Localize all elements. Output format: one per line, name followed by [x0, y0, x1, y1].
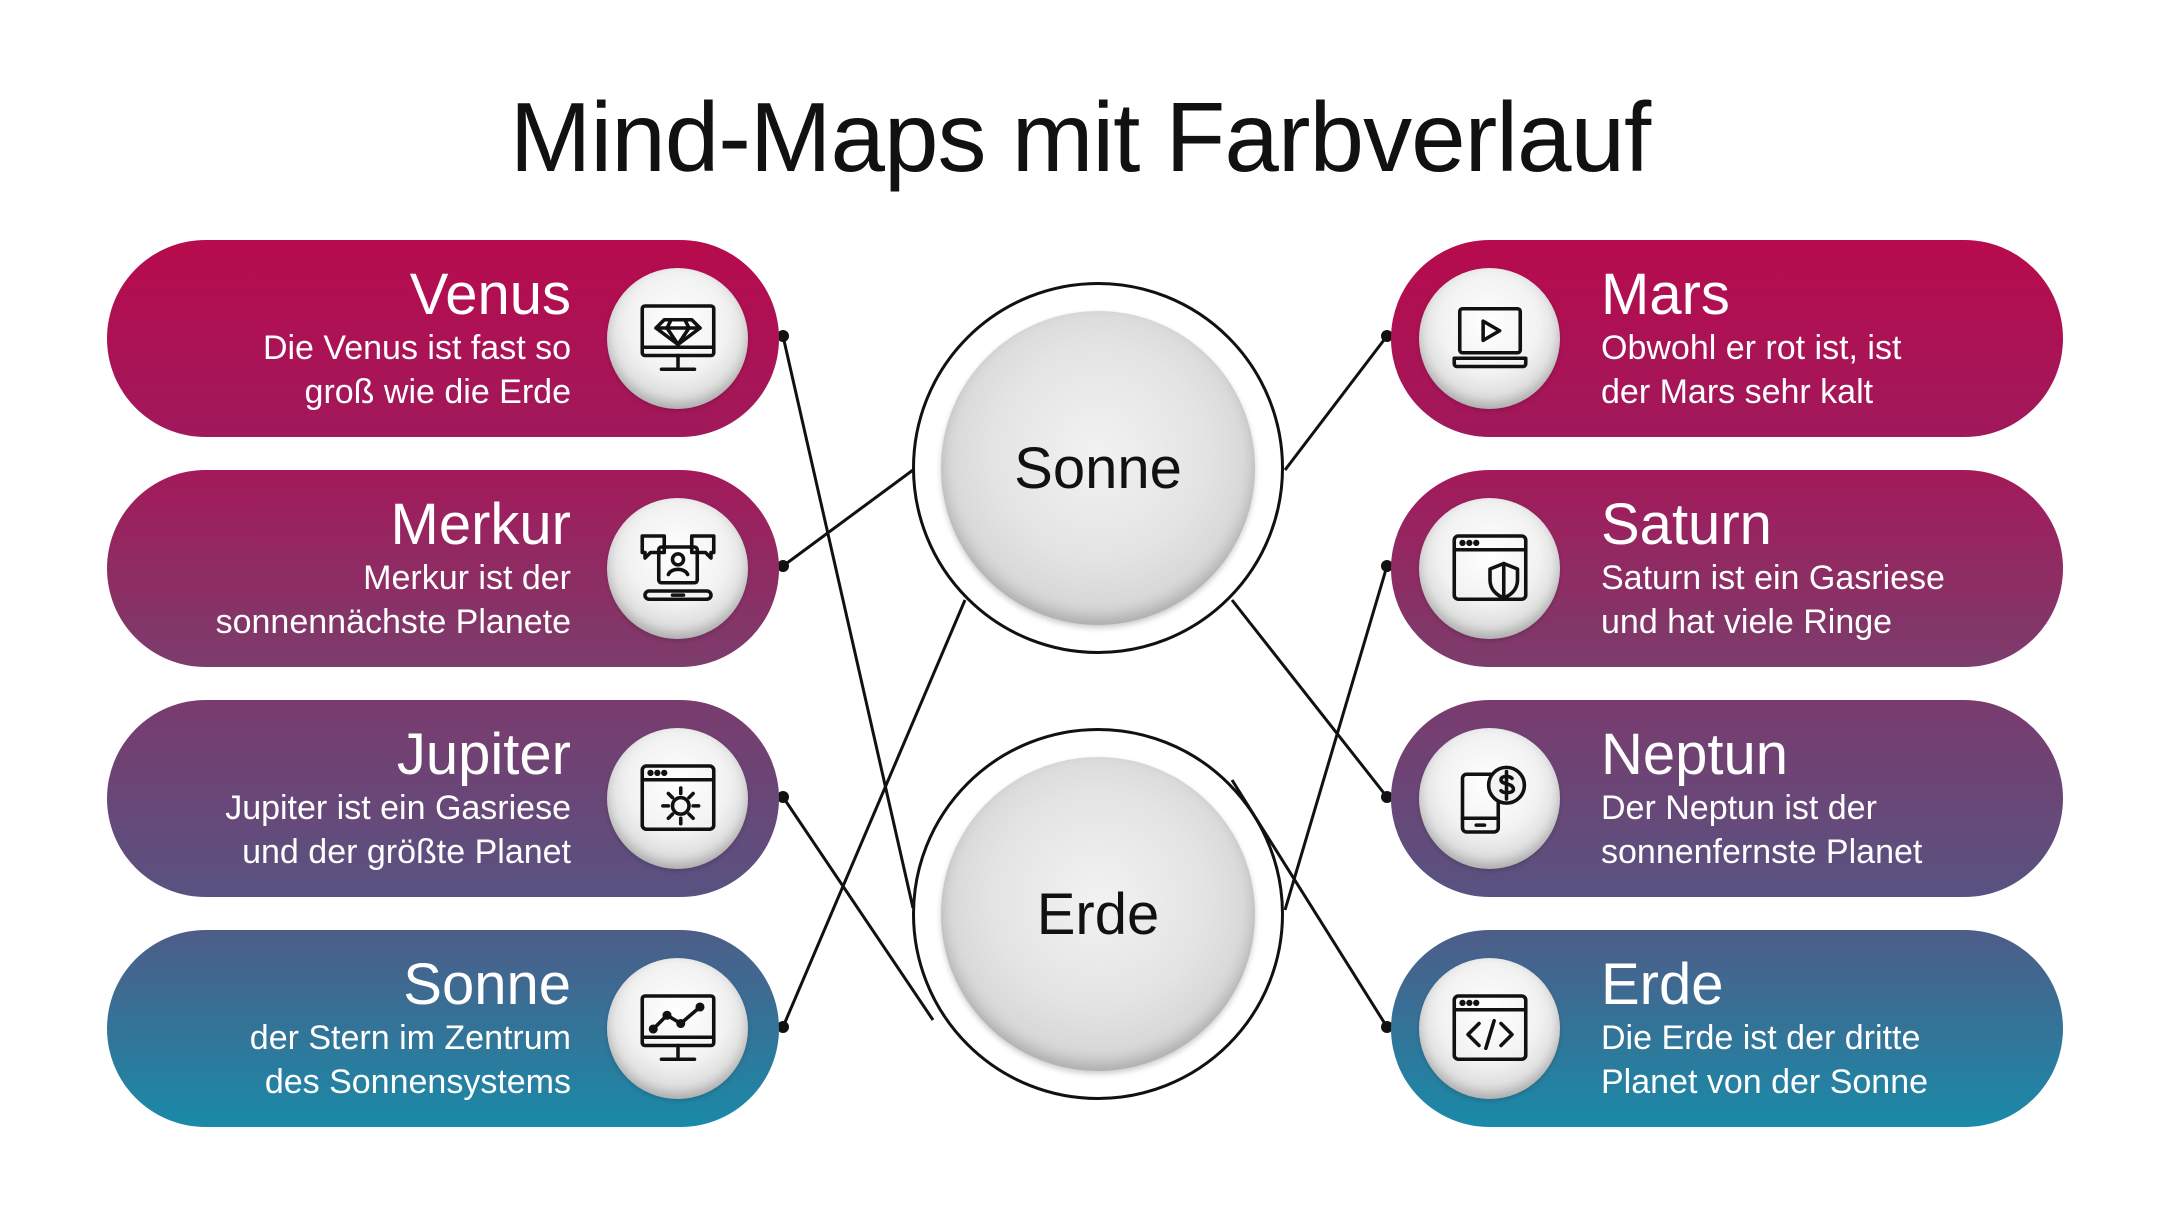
user-chat-laptop-icon — [607, 498, 748, 639]
node-venus-desc: Die Venus ist fast so groß wie die Erde — [263, 326, 571, 414]
node-neptun-desc: Der Neptun ist der sonnenfernste Planet — [1601, 786, 1922, 874]
node-venus: Venus Die Venus ist fast so groß wie die… — [107, 240, 779, 437]
desc-line: Der Neptun ist der — [1601, 789, 1877, 827]
desc-line: Die Venus ist fast so — [262, 329, 571, 367]
connector-mars — [1283, 335, 1389, 471]
video-laptop-icon — [1419, 268, 1560, 409]
desc-line: Planet von der Sonne — [1601, 1063, 1929, 1101]
diamond-monitor-icon — [607, 268, 748, 409]
node-saturn: Saturn Saturn ist ein Gasriese und hat v… — [1391, 470, 2063, 667]
desc-line: Obwohl er rot ist, ist — [1601, 329, 1902, 367]
node-neptun: Neptun Der Neptun ist der sonnenfernste … — [1391, 700, 2063, 897]
node-jupiter-desc: Jupiter ist ein Gasriese und der größte … — [225, 786, 571, 874]
connector-neptun — [1230, 599, 1389, 798]
node-neptun-title: Neptun — [1601, 722, 1789, 787]
hub-erde-sphere: Erde — [941, 757, 1255, 1071]
node-erde-title: Erde — [1601, 952, 1724, 1017]
connector-venus — [781, 335, 915, 909]
node-erde: Erde Die Erde ist der dritte Planet von … — [1391, 930, 2063, 1127]
desc-line: und hat viele Ringe — [1601, 603, 1893, 641]
desc-line: der Stern im Zentrum — [249, 1019, 571, 1057]
hub-sonne-sphere: Sonne — [941, 311, 1255, 625]
connector-merkur — [782, 468, 914, 568]
node-mars-title: Mars — [1601, 262, 1730, 327]
hub-erde-label: Erde — [1036, 881, 1160, 947]
node-sonne: Sonne der Stern im Zentrum des Sonnensys… — [107, 930, 779, 1127]
node-saturn-desc: Saturn ist ein Gasriese und hat viele Ri… — [1601, 556, 1945, 644]
node-mars-desc: Obwohl er rot ist, ist der Mars sehr kal… — [1601, 326, 1901, 414]
page-title: Mind-Maps mit Farbverlauf — [509, 82, 1651, 192]
desc-line: des Sonnensystems — [264, 1063, 571, 1101]
hub-sonne: Sonne — [912, 282, 1284, 654]
node-mars: Mars Obwohl er rot ist, ist der Mars seh… — [1391, 240, 2063, 437]
desc-line: der Mars sehr kalt — [1601, 373, 1874, 411]
phone-dollar-icon — [1419, 728, 1560, 869]
node-merkur-desc: Merkur ist der sonnennächste Planete — [216, 556, 571, 644]
hub-erde: Erde — [912, 728, 1284, 1100]
chart-monitor-icon — [607, 958, 748, 1099]
browser-gear-icon — [607, 728, 748, 869]
desc-line: Saturn ist ein Gasriese — [1601, 559, 1945, 597]
hub-sonne-label: Sonne — [1014, 435, 1182, 501]
desc-line: Die Erde ist der dritte — [1601, 1019, 1921, 1057]
node-jupiter-title: Jupiter — [396, 722, 571, 787]
node-saturn-title: Saturn — [1601, 492, 1772, 557]
desc-line: Merkur ist der — [363, 559, 571, 597]
node-jupiter: Jupiter Jupiter ist ein Gasriese und der… — [107, 700, 779, 897]
desc-line: sonnenfernste Planet — [1601, 833, 1923, 871]
browser-code-icon — [1419, 958, 1560, 1099]
node-venus-title: Venus — [409, 262, 571, 327]
desc-line: groß wie die Erde — [304, 373, 571, 411]
node-erde-desc: Die Erde ist der dritte Planet von der S… — [1601, 1016, 1928, 1104]
node-sonne-desc: der Stern im Zentrum des Sonnensystems — [250, 1016, 571, 1104]
connector-jupiter — [781, 796, 935, 1021]
desc-line: sonnennächste Planete — [215, 603, 571, 641]
desc-line: Jupiter ist ein Gasriese — [225, 789, 571, 827]
node-merkur: Merkur Merkur ist der sonnennächste Plan… — [107, 470, 779, 667]
connector-saturn — [1283, 565, 1389, 911]
node-sonne-title: Sonne — [403, 952, 571, 1017]
node-merkur-title: Merkur — [390, 492, 571, 557]
desc-line: und der größte Planet — [242, 833, 571, 871]
browser-shield-icon — [1419, 498, 1560, 639]
